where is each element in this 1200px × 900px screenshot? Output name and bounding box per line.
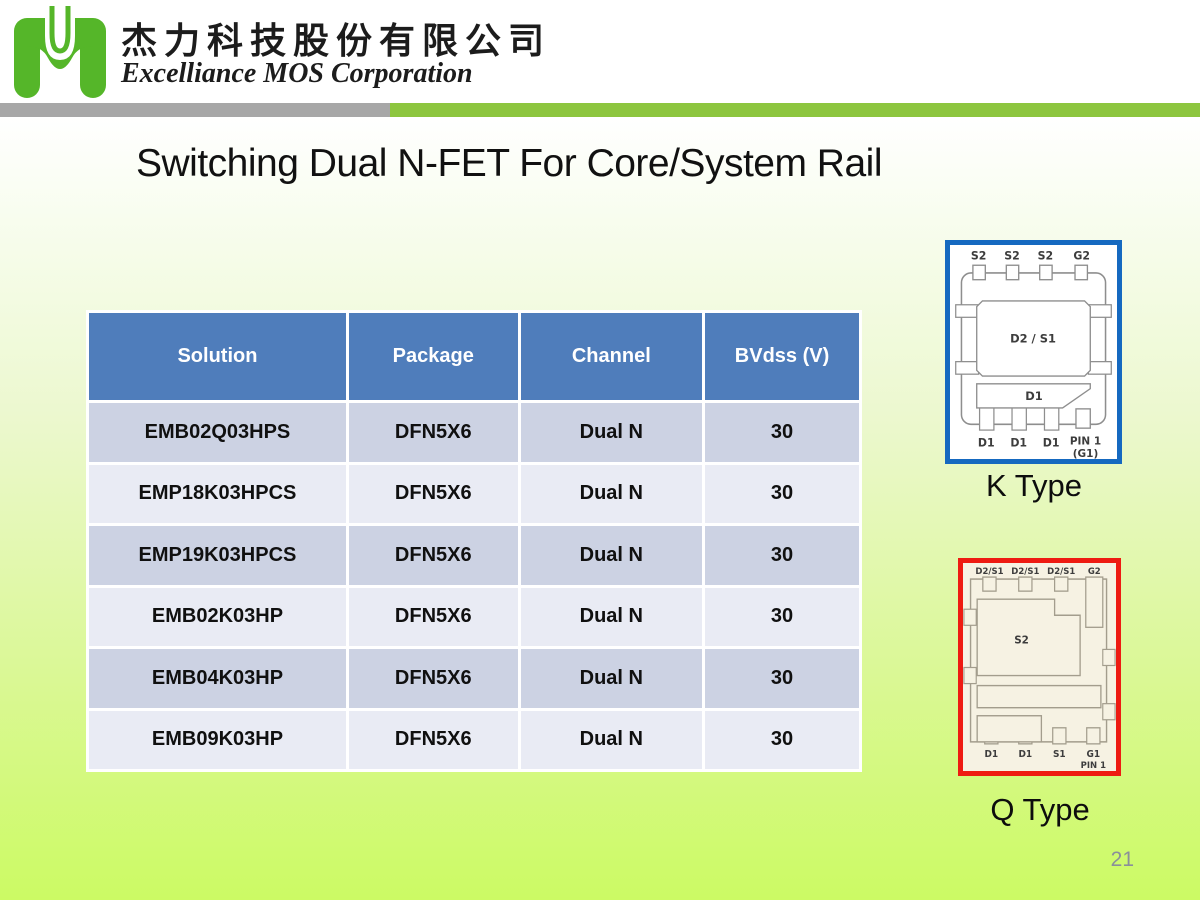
table-cell: EMB02Q03HPS (89, 403, 346, 462)
table-cell: DFN5X6 (348, 710, 518, 769)
table-cell: 30 (705, 403, 859, 462)
table-cell: DFN5X6 (348, 526, 518, 585)
header-cell-solution: Solution (89, 313, 346, 400)
table-cell: Dual N (520, 464, 703, 523)
q-pin-label: D1 (984, 749, 998, 760)
q-pin-label: D2/S1 (975, 567, 1003, 577)
table-cell: Dual N (520, 710, 703, 769)
table-cell: 30 (705, 710, 859, 769)
k-center-pad-label: D2 / S1 (1010, 331, 1056, 345)
k-pin-label: S2 (1038, 249, 1054, 262)
divider-bar-gray (0, 103, 390, 117)
q-type-package-diagram: D2/S1 D2/S1 D2/S1 G2 S2 (958, 558, 1121, 776)
table-cell: DFN5X6 (348, 587, 518, 646)
k-pin-label: G2 (1073, 249, 1090, 262)
table-cell: EMB02K03HP (89, 587, 346, 646)
k-pin-label: D1 (978, 436, 995, 449)
k-pin-label: S2 (971, 249, 987, 262)
k-pin-label: D1 (1010, 436, 1027, 449)
table-cell: 30 (705, 526, 859, 585)
k-type-package-diagram: S2 S2 S2 G2 D2 / S1 D1 D1 D1 D1 PI (945, 240, 1122, 464)
k-pin1-label: PIN 1 (1070, 435, 1101, 447)
table-cell: 30 (705, 587, 859, 646)
divider-bar-green (390, 103, 1200, 117)
k-lower-pad-label: D1 (1025, 389, 1042, 403)
k-pin1-label: (G1) (1073, 448, 1099, 459)
header-cell-package: Package (348, 313, 518, 400)
table-cell: DFN5X6 (348, 649, 518, 708)
k-pin-label: S2 (1004, 249, 1020, 262)
q-pin1-label: PIN 1 (1081, 761, 1106, 771)
table-cell: DFN5X6 (348, 403, 518, 462)
k-pin-label: D1 (1043, 436, 1060, 449)
table-cell: EMB09K03HP (89, 710, 346, 769)
q-pin-label: G1 (1087, 749, 1101, 760)
k-type-label: K Type (986, 468, 1082, 503)
table-cell: Dual N (520, 403, 703, 462)
table-cell: EMB04K03HP (89, 649, 346, 708)
company-name-en: Excelliance MOS Corporation (121, 58, 473, 89)
q-type-label: Q Type (990, 792, 1090, 827)
table-cell: Dual N (520, 526, 703, 585)
table-cell: Dual N (520, 649, 703, 708)
table-cell: 30 (705, 649, 859, 708)
page-number: 21 (1110, 848, 1134, 871)
q-pin-label: D2/S1 (1047, 567, 1075, 577)
product-table: Solution Package Channel BVdss (V) EMB02… (86, 310, 862, 772)
table-cell: EMP19K03HPCS (89, 526, 346, 585)
header-band: 杰力科技股份有限公司 Excelliance MOS Corporation (0, 0, 1200, 103)
company-name-cn: 杰力科技股份有限公司 (121, 21, 552, 61)
q-pin-label: S1 (1053, 749, 1066, 760)
table-cell: DFN5X6 (348, 464, 518, 523)
q-center-pad-label: S2 (1014, 633, 1029, 646)
q-pin-label: D1 (1018, 749, 1032, 760)
table-cell: 30 (705, 464, 859, 523)
table-cell: Dual N (520, 587, 703, 646)
page-title: Switching Dual N-FET For Core/System Rai… (136, 142, 882, 185)
header-cell-channel: Channel (520, 313, 703, 400)
header-cell-bvdss: BVdss (V) (705, 313, 859, 400)
excelliance-logo-icon (14, 6, 106, 98)
q-pin-label: G2 (1088, 567, 1101, 577)
q-pin-label: D2/S1 (1011, 567, 1039, 577)
table-cell: EMP18K03HPCS (89, 464, 346, 523)
